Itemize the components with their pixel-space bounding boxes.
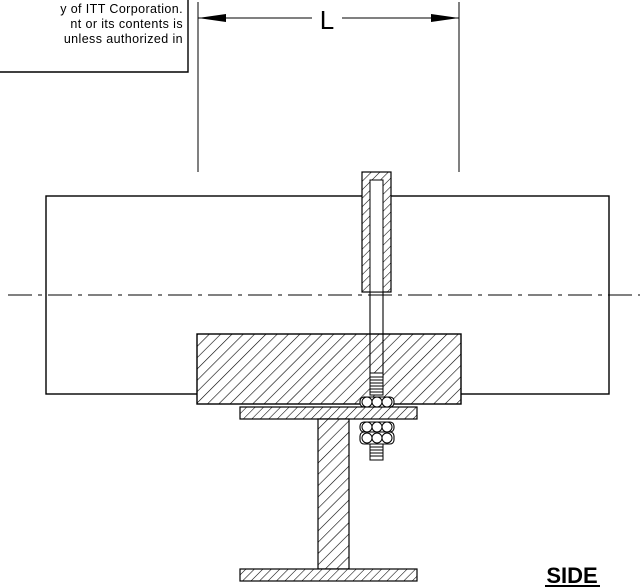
arrowhead-left	[198, 14, 226, 22]
i-beam	[239, 406, 418, 582]
notice-line-2: nt or its contents is	[70, 17, 183, 31]
dimension-label: L	[320, 5, 334, 35]
length-dimension: L	[197, 2, 460, 172]
arrowhead-right	[431, 14, 459, 22]
notice-line-3: unless authorized in	[64, 32, 183, 46]
bolt-thread-lower	[369, 443, 384, 461]
i-beam-top-flange	[239, 406, 418, 420]
bolt-thread-upper	[369, 372, 384, 396]
saddle-block	[196, 333, 462, 405]
view-label-text: SIDE	[546, 563, 597, 588]
nut-washer-assembly	[359, 396, 395, 461]
strap-u-bolt	[361, 171, 392, 396]
proprietary-notice-box: y of ITT Corporation. nt or its contents…	[0, 0, 189, 73]
i-beam-web	[317, 418, 350, 570]
view-label: SIDE	[545, 563, 600, 588]
i-beam-bottom-flange	[239, 568, 418, 582]
notice-line-1: y of ITT Corporation.	[60, 2, 183, 16]
